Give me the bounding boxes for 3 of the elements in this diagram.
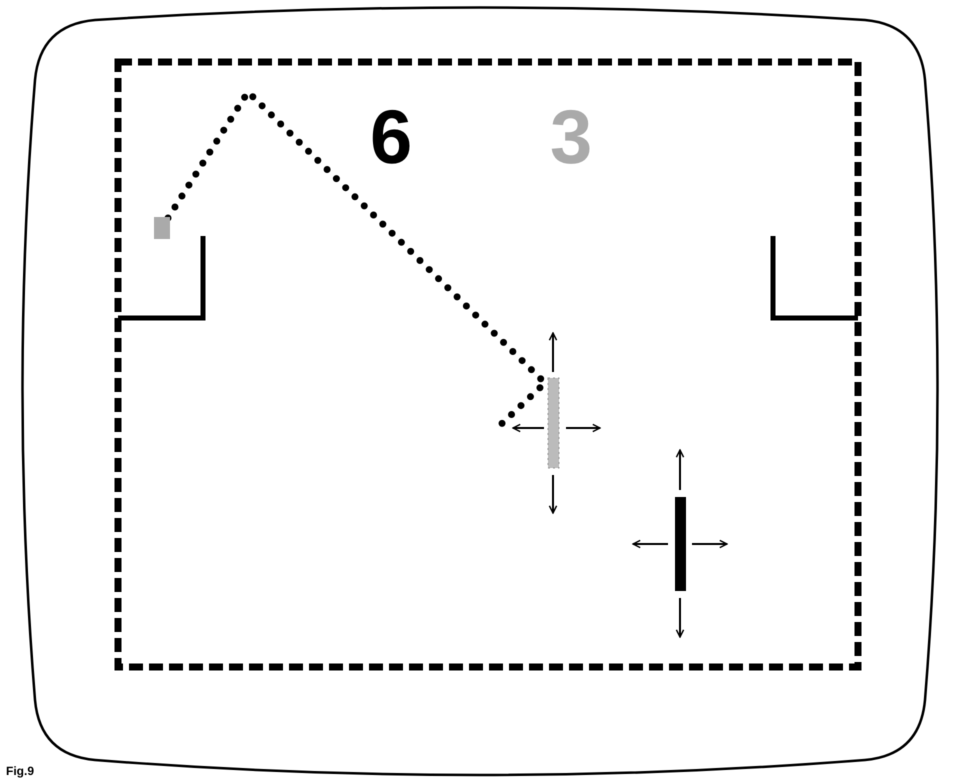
figure-label: Fig.9 (6, 765, 34, 777)
score: 3 (550, 100, 592, 176)
score: 6 (370, 100, 412, 176)
